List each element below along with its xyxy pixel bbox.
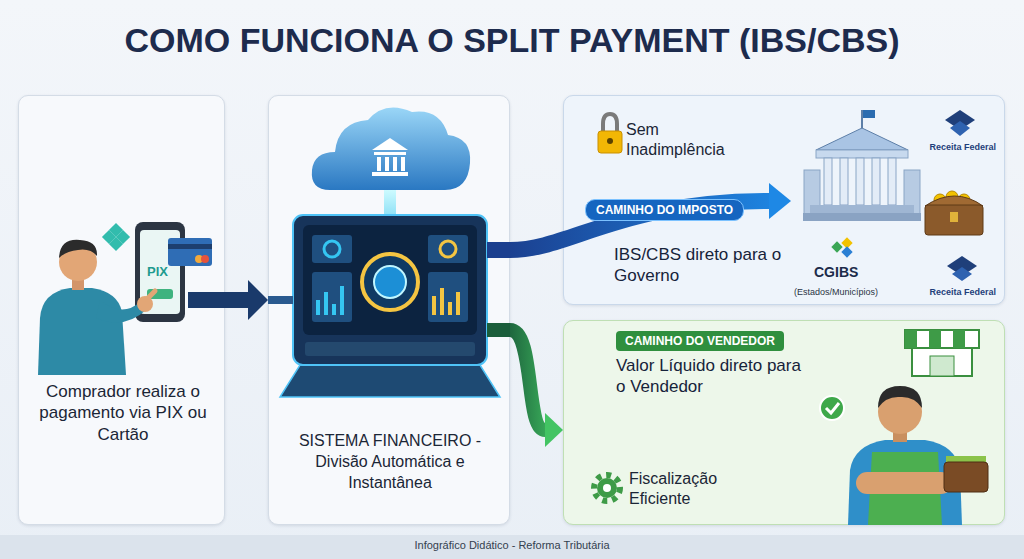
route-text-slot: Valor Líquido direto para o Vendedor — [616, 355, 806, 398]
step-text: SISTEMA FINANCEIRO - Divisão Automática … — [275, 431, 505, 493]
arrow-tail — [188, 292, 225, 308]
footer-bar — [0, 535, 1024, 559]
step-text-slot: SISTEMA FINANCEIRO - Divisão Automática … — [275, 431, 505, 493]
agency-name-slot: Receita Federal — [929, 287, 996, 298]
flow-arrow — [510, 330, 563, 447]
route-tag-slot: CAMINHO DO VENDEDOR — [616, 331, 784, 351]
agency-name-slot: CGIBS — [814, 264, 858, 281]
arrow-shaft — [510, 330, 545, 430]
check-badge — [820, 396, 844, 420]
flow-arrow — [225, 280, 268, 320]
arrow-shaft — [225, 292, 248, 308]
route-text: Valor Líquido direto para o Vendedor — [616, 355, 806, 398]
agency-name: CGIBS — [814, 264, 858, 281]
phone — [135, 222, 185, 322]
arrow-head — [248, 280, 268, 320]
agency-name: Receita Federal — [929, 142, 996, 153]
agency-note-slot: (Estados/Municípios) — [794, 287, 878, 298]
agency-name-slot: Receita Federal — [929, 142, 996, 153]
shop-icon — [905, 330, 979, 376]
pix-text: PIX — [147, 264, 168, 280]
caption-text-slot: Infográfico Didático - Reforma Tributári… — [0, 539, 1024, 552]
route-text: IBS/CBS direto para o Governo — [614, 244, 790, 287]
route-tag: CAMINHO DO VENDEDOR — [616, 331, 784, 351]
caption-text: Infográfico Didático - Reforma Tributári… — [0, 539, 1024, 552]
processing-machine — [268, 215, 510, 397]
card — [168, 238, 212, 266]
diagram-title-slot: COMO FUNCIONA O SPLIT PAYMENT (IBS/CBS) — [0, 20, 1024, 61]
agency-name: Receita Federal — [929, 287, 996, 298]
benefit-text-slot: Fiscalização Eficiente — [629, 469, 749, 509]
benefit-text-slot: Sem Inadimplência — [626, 120, 756, 160]
pix-text-slot: PIX — [147, 264, 168, 280]
step-text-slot: Comprador realiza o pagamento via PIX ou… — [33, 381, 213, 445]
step-text: Comprador realiza o pagamento via PIX ou… — [33, 381, 213, 445]
route-text-slot: IBS/CBS direto para o Governo — [614, 244, 790, 287]
benefit-text: Fiscalização Eficiente — [629, 469, 749, 509]
benefit-text: Sem Inadimplência — [626, 120, 756, 160]
arrow-head — [545, 413, 563, 447]
edge-label: CAMINHO DO IMPOSTO — [585, 199, 744, 221]
agency-note: (Estados/Municípios) — [794, 287, 878, 298]
gear-icon — [594, 475, 620, 501]
edge-label-slot: CAMINHO DO IMPOSTO — [585, 199, 744, 221]
diagram-title: COMO FUNCIONA O SPLIT PAYMENT (IBS/CBS) — [124, 20, 899, 61]
